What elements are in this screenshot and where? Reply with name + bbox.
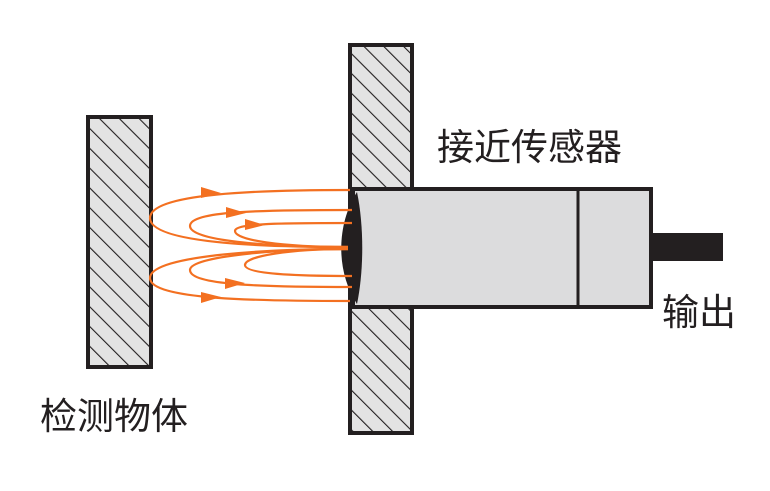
- field-lines: [148, 188, 353, 303]
- field-arrows: [201, 187, 265, 303]
- field-arrow: [225, 278, 245, 289]
- detected-object: [86, 115, 153, 369]
- sensor-label: 接近传感器: [437, 126, 622, 169]
- field-line-upper-inner: [233, 221, 353, 249]
- field-line-lower-outer: [148, 247, 351, 303]
- field-arrow: [226, 207, 246, 218]
- detected-object-label: 检测物体: [40, 395, 188, 438]
- output-cable: [651, 233, 723, 261]
- field-arrow: [201, 292, 221, 303]
- sensor-body: [351, 187, 653, 309]
- field-arrow: [201, 187, 221, 198]
- field-arrow: [245, 219, 265, 230]
- output-label: 输出: [662, 291, 736, 334]
